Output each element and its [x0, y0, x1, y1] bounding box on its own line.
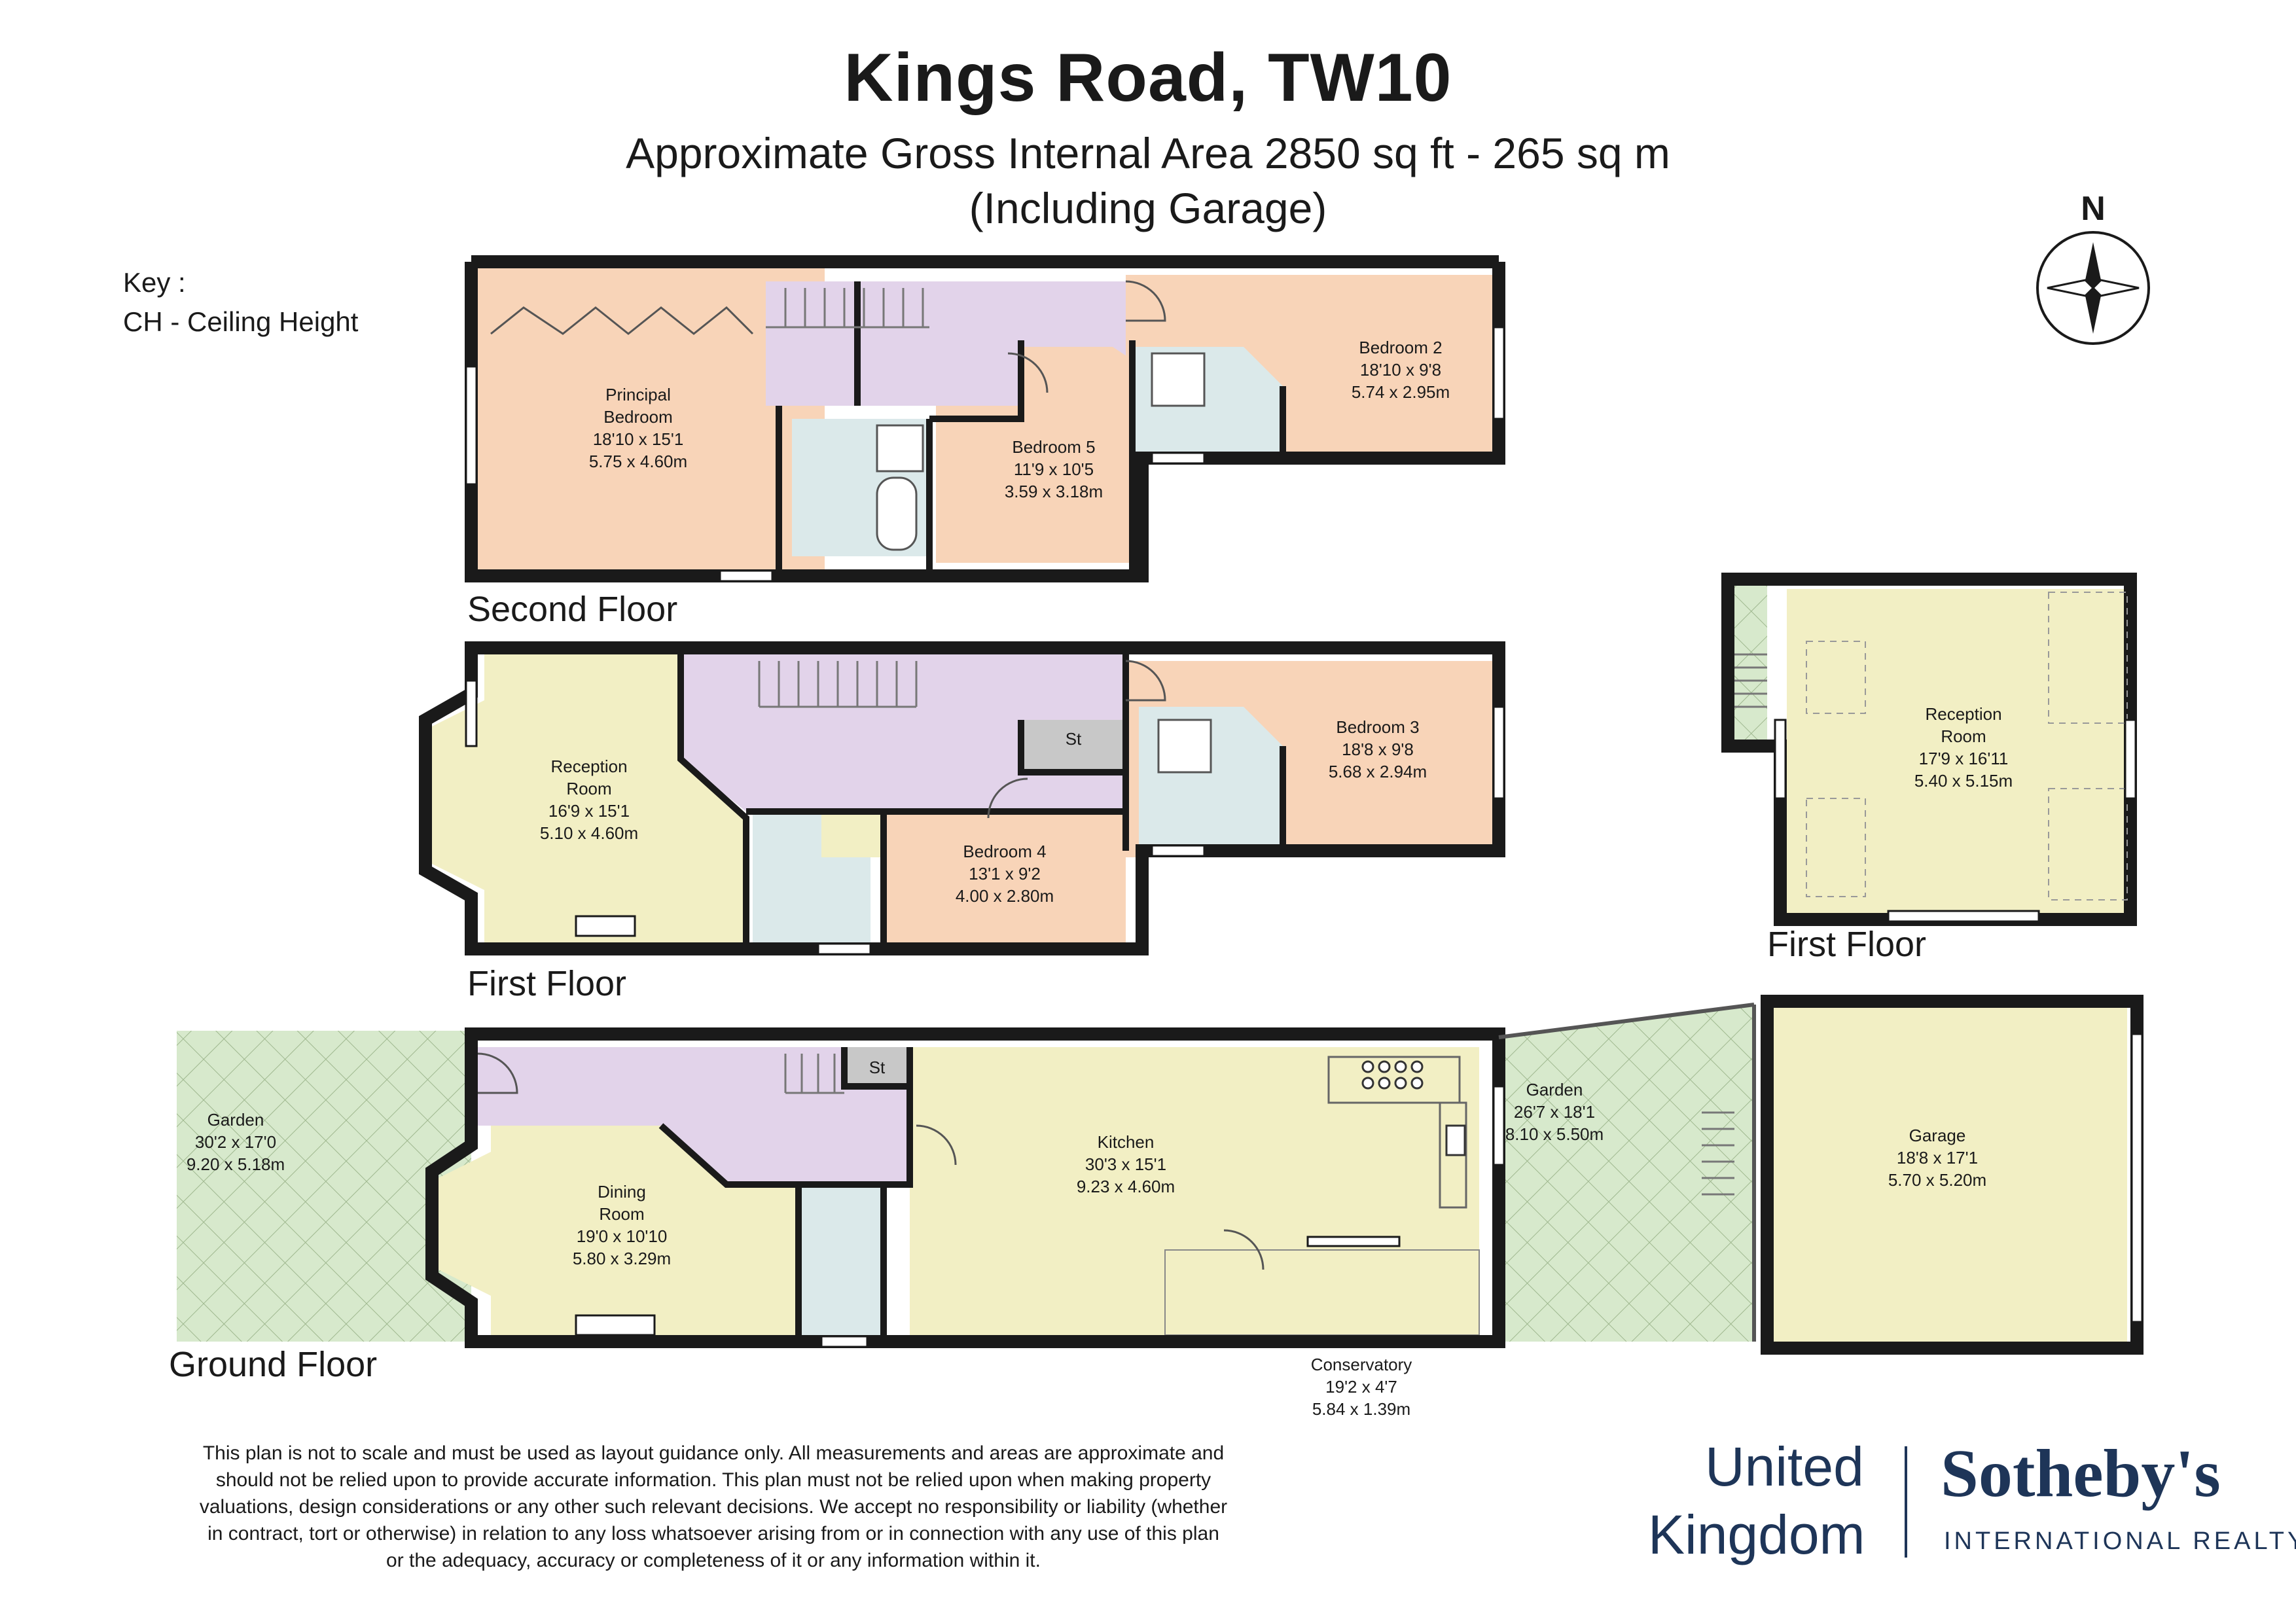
bedroom2-imperial: 18'10 x 9'8: [1360, 360, 1441, 380]
garden-front-metric: 9.20 x 5.18m: [187, 1154, 285, 1174]
ground-floor-plan: [177, 995, 2144, 1355]
reception-annex-name1: Reception: [1925, 704, 2001, 724]
kitchen-name: Kitchen: [1098, 1132, 1155, 1152]
bedroom3-imperial: 18'8 x 9'8: [1342, 740, 1414, 759]
principal-bedroom-name2: Bedroom: [603, 407, 673, 427]
key-label: Key :: [123, 267, 186, 298]
store-first-area: [1021, 720, 1126, 772]
store-ground-area: [844, 1047, 910, 1086]
dining-room-area: [439, 1126, 798, 1335]
compass-north-label: N: [2081, 190, 2106, 228]
reception-annex-area: [1787, 589, 2127, 916]
reception-annex-imperial: 17'9 x 16'11: [1919, 749, 2009, 768]
conservatory-imperial: 19'2 x 4'7: [1325, 1377, 1397, 1397]
conservatory-metric: 5.84 x 1.39m: [1312, 1399, 1410, 1419]
first-floor-annex-plan: [1721, 573, 2137, 926]
garden-rear-metric: 8.10 x 5.50m: [1505, 1124, 1604, 1144]
conservatory-area: [1164, 1249, 1480, 1336]
kitchen-imperial: 30'3 x 15'1: [1085, 1154, 1166, 1174]
garden-rear-imperial: 26'7 x 18'1: [1514, 1102, 1595, 1122]
brand-sothebys: Sotheby's: [1941, 1436, 2221, 1511]
kitchen-metric: 9.23 x 4.60m: [1077, 1177, 1175, 1196]
compass-rose-icon: [2036, 231, 2150, 345]
landing-first: [681, 654, 1126, 812]
dining-room-metric: 5.80 x 3.29m: [573, 1249, 671, 1268]
dining-room-name1: Dining: [598, 1182, 646, 1202]
garage-name: Garage: [1909, 1126, 1966, 1145]
brand-divider: [1905, 1446, 1907, 1558]
garage-area: [1767, 1008, 2127, 1342]
bedroom2-name: Bedroom 2: [1359, 338, 1442, 357]
cupboard-first: [821, 812, 880, 857]
reception-first-area: [432, 654, 746, 942]
bedroom4-name: Bedroom 4: [963, 842, 1046, 861]
garden-rear-name: Garden: [1526, 1080, 1583, 1099]
garage-metric: 5.70 x 5.20m: [1888, 1170, 1986, 1190]
reception-annex-metric: 5.40 x 5.15m: [1914, 771, 2013, 791]
bedroom5-name: Bedroom 5: [1012, 437, 1095, 457]
brand-united: United: [1705, 1436, 1864, 1497]
disclaimer-text: This plan is not to scale and must be us…: [199, 1442, 1228, 1571]
bedroom5-metric: 3.59 x 3.18m: [1005, 482, 1103, 501]
reception-first-metric: 5.10 x 4.60m: [540, 823, 638, 843]
bedroom3-metric: 5.68 x 2.94m: [1329, 762, 1427, 781]
store-ground-label: St: [869, 1058, 886, 1077]
key-item-ceiling-height: CH - Ceiling Height: [123, 306, 359, 337]
bedroom5-area: [851, 347, 1132, 563]
dining-room-imperial: 19'0 x 10'10: [577, 1226, 668, 1246]
bedroom4-metric: 4.00 x 2.80m: [956, 886, 1054, 906]
bedroom2-metric: 5.74 x 2.95m: [1352, 382, 1450, 402]
bedroom4-area: [884, 812, 1126, 942]
reception-first-name2: Room: [566, 779, 611, 798]
hallway-ground: [471, 1047, 910, 1185]
floor-label-second: Second Floor: [467, 590, 678, 629]
reception-annex-name2: Room: [1941, 726, 1986, 746]
store-first-label: St: [1066, 729, 1082, 749]
floor-label-ground: Ground Floor: [169, 1345, 378, 1384]
reception-first-name1: Reception: [550, 757, 627, 776]
plan-subtitle: Approximate Gross Internal Area 2850 sq …: [626, 129, 1670, 177]
garage-imperial: 18'8 x 17'1: [1897, 1148, 1978, 1168]
wc-ground: [798, 1185, 884, 1335]
floor-label-first: First Floor: [467, 964, 626, 1003]
floor-label-first-annex: First Floor: [1767, 925, 1926, 964]
bedroom4-imperial: 13'1 x 9'2: [969, 864, 1041, 883]
plan-title: Kings Road, TW10: [844, 40, 1452, 116]
principal-bedroom-name1: Principal: [605, 385, 671, 404]
bedroom5-imperial: 11'9 x 10'5: [1014, 459, 1094, 479]
conservatory-name: Conservatory: [1311, 1355, 1412, 1374]
garden-front-area: [177, 1031, 471, 1342]
second-floor-plan: [465, 255, 1505, 582]
garden-front-name: Garden: [207, 1110, 264, 1130]
first-floor-plan: [419, 641, 1505, 955]
principal-bedroom-imperial: 18'10 x 15'1: [593, 429, 684, 449]
dining-room-name2: Room: [599, 1204, 644, 1224]
garden-front-imperial: 30'2 x 17'0: [195, 1132, 276, 1152]
garden-rear-area: [1499, 1005, 1754, 1342]
brand-kingdom: Kingdom: [1648, 1504, 1865, 1565]
plan-subtitle-garage: (Including Garage): [969, 184, 1327, 232]
bedroom3-name: Bedroom 3: [1336, 717, 1419, 737]
reception-first-imperial: 16'9 x 15'1: [548, 801, 630, 821]
principal-bedroom-metric: 5.75 x 4.60m: [589, 452, 687, 471]
brand-tagline: INTERNATIONAL REALTY: [1944, 1527, 2296, 1555]
